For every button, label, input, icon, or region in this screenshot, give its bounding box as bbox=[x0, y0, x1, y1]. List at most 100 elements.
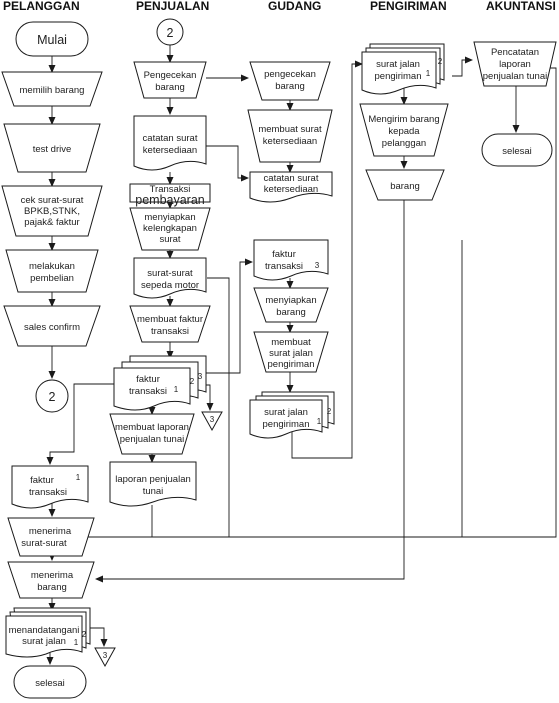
svg-text:barang: barang bbox=[37, 582, 67, 593]
svg-text:surat jalan: surat jalan bbox=[376, 59, 420, 70]
svg-text:transaksi: transaksi bbox=[265, 261, 303, 272]
step-test-drive: test drive bbox=[3, 123, 101, 173]
step-menyiapkan-kelengkapan: menyiapkan kelengkapan surat bbox=[129, 207, 211, 251]
svg-text:kepada: kepada bbox=[388, 126, 420, 137]
svg-text:3: 3 bbox=[103, 651, 108, 660]
svg-text:1: 1 bbox=[317, 417, 322, 426]
svg-text:Transaksi: Transaksi bbox=[150, 184, 191, 195]
lane-header-akuntansi: AKUNTANSI bbox=[486, 0, 556, 13]
svg-text:sepeda motor: sepeda motor bbox=[141, 280, 199, 291]
step-melakukan-pembelian: melakukan pembelian bbox=[5, 249, 99, 293]
connector-2-penjualan: 2 bbox=[156, 18, 184, 46]
svg-text:1: 1 bbox=[76, 473, 81, 482]
svg-text:surat jalan: surat jalan bbox=[264, 407, 308, 418]
svg-text:transaksi: transaksi bbox=[151, 326, 189, 337]
step-menyiapkan-barang: menyiapkan barang bbox=[253, 287, 329, 323]
lane-header-pelanggan: PELANGGAN bbox=[3, 0, 80, 13]
svg-text:memilih barang: memilih barang bbox=[20, 85, 85, 96]
step-membuat-surat-ketersediaan: membuat surat ketersediaan bbox=[247, 109, 333, 163]
lane-header-penjualan: PENJUALAN bbox=[136, 0, 209, 13]
document-faktur-transaksi-gudang: faktur transaksi 3 bbox=[253, 239, 329, 281]
lane-header-pengiriman: PENGIRIMAN bbox=[370, 0, 447, 13]
svg-text:faktur: faktur bbox=[272, 249, 296, 260]
svg-text:menyiapkan: menyiapkan bbox=[265, 295, 316, 306]
svg-text:pengiriman: pengiriman bbox=[268, 359, 315, 370]
svg-text:barang: barang bbox=[390, 181, 420, 192]
svg-text:menyiapkan: menyiapkan bbox=[144, 212, 195, 223]
svg-text:2: 2 bbox=[167, 26, 174, 40]
svg-text:menandatangani: menandatangani bbox=[9, 625, 80, 636]
svg-text:pembayaran: pembayaran bbox=[135, 193, 205, 207]
svg-text:membuat surat: membuat surat bbox=[258, 124, 322, 135]
process-transaksi-pembayaran: Transaksi pembayaran bbox=[129, 183, 211, 207]
svg-text:faktur: faktur bbox=[136, 374, 160, 385]
svg-text:menerima: menerima bbox=[29, 526, 72, 537]
svg-text:barang: barang bbox=[155, 82, 185, 93]
svg-text:catatan surat: catatan surat bbox=[143, 133, 198, 144]
svg-text:surat-surat: surat-surat bbox=[147, 268, 193, 279]
svg-text:ketersediaan: ketersediaan bbox=[263, 136, 317, 147]
svg-text:Pencatatan: Pencatatan bbox=[491, 47, 539, 58]
step-memilih-barang: memilih barang bbox=[1, 71, 103, 107]
svg-text:surat-surat: surat-surat bbox=[21, 538, 67, 549]
document-laporan-penjualan: laporan penjualan tunai bbox=[109, 461, 197, 507]
svg-text:3: 3 bbox=[315, 261, 320, 270]
svg-text:menerima: menerima bbox=[31, 570, 74, 581]
offpage-connector-3-penjualan: 3 bbox=[201, 411, 223, 432]
svg-text:3: 3 bbox=[210, 415, 215, 424]
connector-2-pelanggan: 2 bbox=[35, 379, 69, 413]
svg-text:ketersediaan: ketersediaan bbox=[264, 184, 318, 195]
svg-text:catatan surat: catatan surat bbox=[264, 173, 319, 184]
svg-text:membuat faktur: membuat faktur bbox=[137, 314, 203, 325]
svg-text:2: 2 bbox=[327, 407, 332, 416]
end-terminal-pelanggan: selesai bbox=[13, 665, 87, 699]
svg-text:pajak& faktur: pajak& faktur bbox=[24, 217, 79, 228]
svg-text:transaksi: transaksi bbox=[29, 487, 67, 498]
svg-text:transaksi: transaksi bbox=[129, 386, 167, 397]
svg-text:cek surat-surat: cek surat-surat bbox=[21, 195, 84, 206]
step-pencatatan-laporan: Pencatatan laporan penjualan tunai bbox=[473, 41, 557, 87]
svg-text:selesai: selesai bbox=[35, 678, 65, 689]
svg-text:faktur: faktur bbox=[30, 475, 54, 486]
start-terminal: Mulai bbox=[15, 21, 89, 57]
svg-text:laporan penjualan: laporan penjualan bbox=[115, 474, 191, 485]
document-surat-jalan-gudang: surat jalan pengiriman 2 1 bbox=[249, 391, 335, 439]
connector-lines bbox=[46, 44, 557, 665]
document-catatan-surat-penjualan: catatan surat ketersediaan bbox=[133, 115, 207, 171]
svg-text:pembelian: pembelian bbox=[30, 273, 74, 284]
svg-text:Mulai: Mulai bbox=[37, 33, 67, 47]
svg-text:2: 2 bbox=[49, 390, 56, 404]
svg-text:3: 3 bbox=[198, 372, 203, 381]
svg-text:barang: barang bbox=[275, 81, 305, 92]
svg-text:surat jalan: surat jalan bbox=[269, 348, 313, 359]
document-faktur-transaksi-penjualan: faktur transaksi 1 2 3 bbox=[113, 355, 207, 411]
svg-text:pengiriman: pengiriman bbox=[263, 419, 310, 430]
svg-text:selesai: selesai bbox=[502, 146, 532, 157]
document-surat-sepeda-motor: surat-surat sepeda motor bbox=[133, 257, 207, 299]
svg-text:membuat laporan: membuat laporan bbox=[115, 422, 189, 433]
step-cek-surat: cek surat-surat BPKB,STNK, pajak& faktur bbox=[1, 185, 103, 237]
svg-text:test drive: test drive bbox=[33, 144, 72, 155]
step-membuat-surat-jalan: membuat surat jalan pengiriman bbox=[253, 331, 329, 373]
step-sales-confirm: sales confirm bbox=[3, 305, 101, 347]
svg-text:2: 2 bbox=[190, 377, 195, 386]
svg-text:barang: barang bbox=[276, 307, 306, 318]
svg-text:sales confirm: sales confirm bbox=[24, 322, 80, 333]
document-catatan-surat-gudang: catatan surat ketersediaan bbox=[249, 171, 333, 203]
svg-text:surat jalan: surat jalan bbox=[22, 636, 66, 647]
step-menerima-surat-surat: menerima surat-surat bbox=[7, 517, 95, 557]
svg-text:penjualan tunai: penjualan tunai bbox=[120, 434, 184, 445]
svg-text:melakukan: melakukan bbox=[29, 261, 75, 272]
svg-text:Pengecekan: Pengecekan bbox=[144, 70, 197, 81]
step-mengirim-barang: Mengirim barang kepada pelanggan bbox=[359, 103, 449, 157]
svg-text:kelengkapan: kelengkapan bbox=[143, 223, 197, 234]
svg-text:penjualan tunai: penjualan tunai bbox=[483, 71, 547, 82]
svg-text:2: 2 bbox=[82, 630, 87, 639]
svg-text:Mengirim barang: Mengirim barang bbox=[368, 114, 439, 125]
svg-text:pelanggan: pelanggan bbox=[382, 138, 426, 149]
step-membuat-faktur: membuat faktur transaksi bbox=[129, 305, 211, 343]
step-pengecekan-barang-penjualan: Pengecekan barang bbox=[133, 61, 207, 99]
svg-text:membuat: membuat bbox=[271, 337, 311, 348]
